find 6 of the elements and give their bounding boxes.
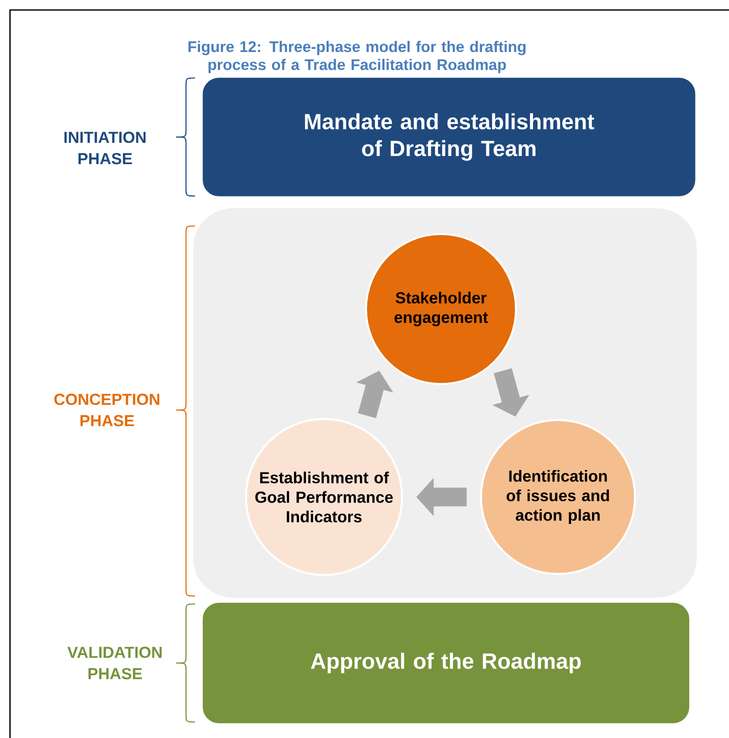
phase-label: INITIATION PHASE xyxy=(64,132,146,164)
process-box: Mandate and establishment of Drafting Team xyxy=(202,78,696,196)
phase-label: VALIDATION PHASE xyxy=(67,646,162,680)
phase-label: CONCEPTION PHASE xyxy=(54,394,160,426)
process-box: Approval of the Roadmap xyxy=(202,602,690,724)
figure-title: Figure 12: Three-phase model for the drafting process of a Trade Facilitation Roadmap xyxy=(188,40,526,74)
